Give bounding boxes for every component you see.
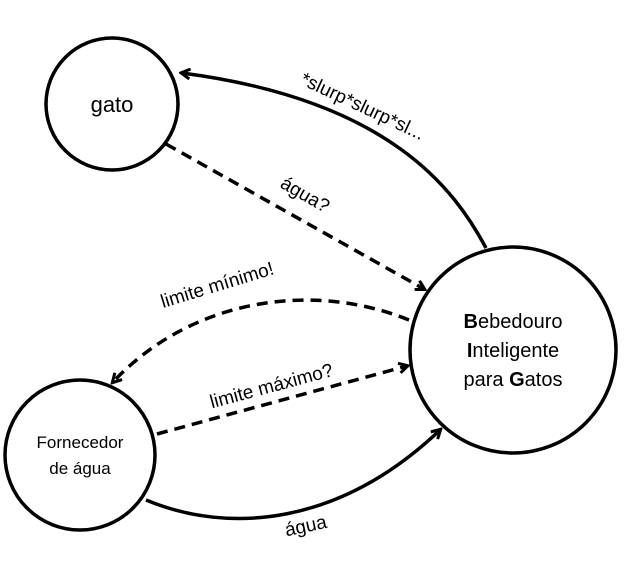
edge-slurp-label: *slurp*slurp*sl...: [297, 69, 427, 145]
node-gato: [44, 36, 180, 172]
bebedouro-initial-i: I: [467, 340, 473, 362]
edge-agua-question: [165, 142, 424, 289]
edge-limite-maximo: [156, 366, 407, 436]
edge-agua-label: água: [283, 512, 329, 541]
node-bebedouro-label-line2: Inteligente: [467, 340, 559, 362]
node-fornecedor-label-line2: de água: [49, 459, 111, 478]
bebedouro-initial-g: G: [509, 369, 525, 391]
node-bebedouro-label-line1: Bebedouro: [464, 311, 563, 333]
node-fornecedor-label-line1: Fornecedor: [37, 433, 124, 452]
bebedouro-initial-b: B: [464, 311, 478, 333]
node-fornecedor: [3, 378, 157, 532]
edge-agua: [145, 430, 440, 521]
bebedouro-line3-prefix: para: [464, 369, 510, 391]
edge-limite-maximo-label: limite máximo?: [208, 360, 336, 413]
edge-limite-minimo: [113, 298, 410, 382]
node-gato-label: gato: [91, 92, 134, 117]
edge-slurp: [182, 73, 488, 249]
bebedouro-line3-rest: atos: [525, 369, 563, 391]
node-bebedouro: [408, 245, 618, 455]
bebedouro-line1-rest: ebedouro: [478, 311, 563, 333]
bebedouro-line2-rest: nteligente: [472, 340, 559, 362]
node-bebedouro-label-line3: para Gatos: [464, 369, 563, 391]
